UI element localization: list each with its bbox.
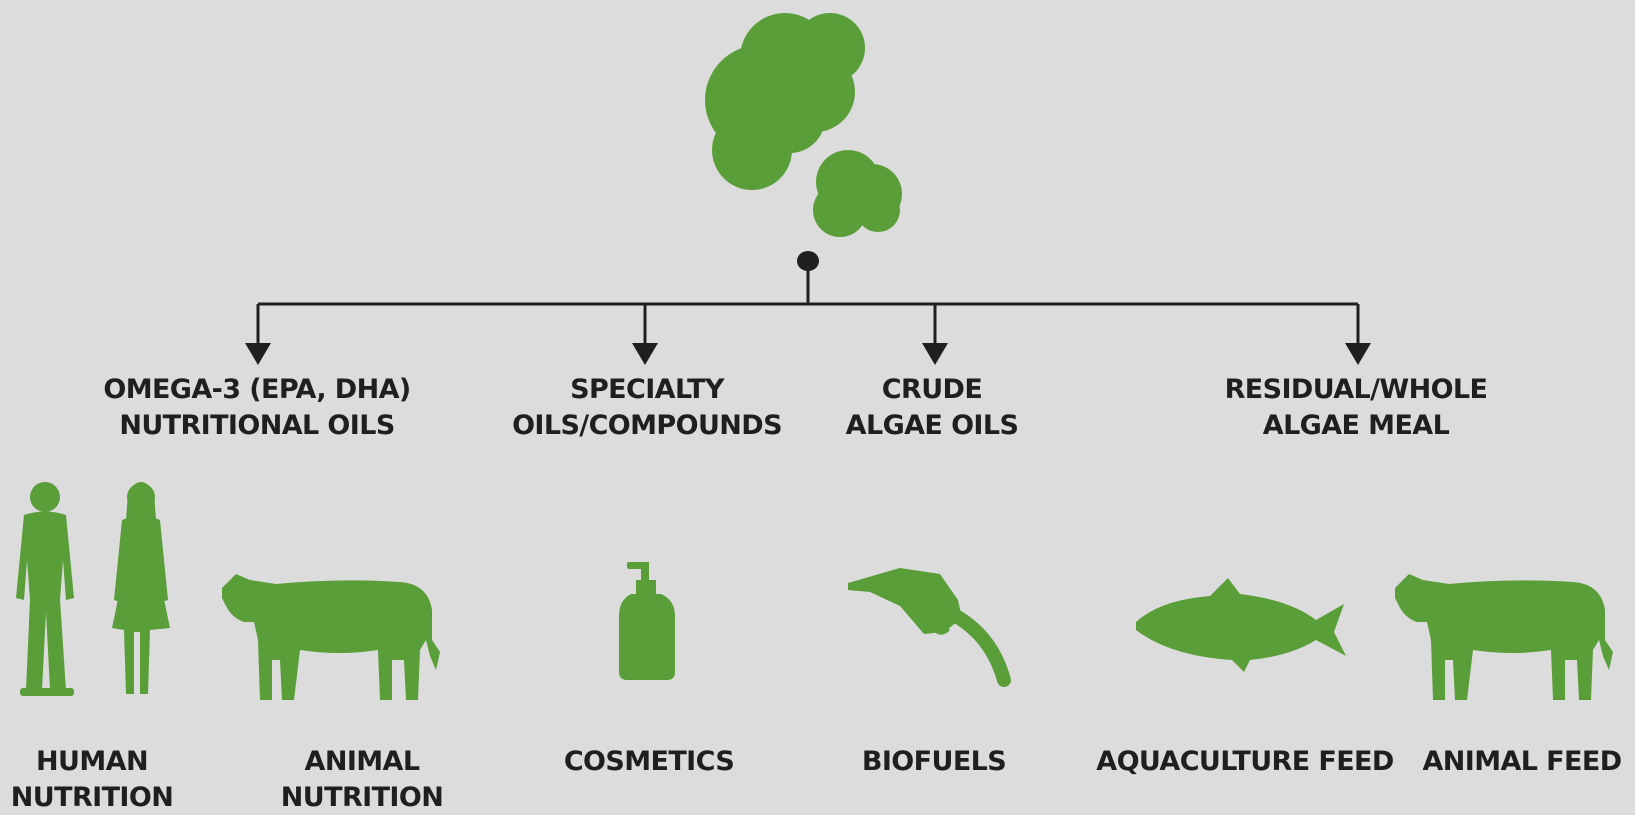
category-omega3-label: OMEGA-3 (EPA, DHA) NUTRITIONAL OILS: [103, 372, 410, 444]
application-animal-feed-label: ANIMAL FEED: [1422, 744, 1621, 780]
arrow-omega3-icon: [245, 343, 271, 365]
application-animal-feed-line1: ANIMAL FEED: [1422, 744, 1621, 780]
people-icon: [16, 482, 170, 696]
category-specialty-line1: SPECIALTY: [512, 372, 782, 408]
category-crude-line2: ALGAE OILS: [846, 408, 1019, 444]
application-biofuels-label: BIOFUELS: [862, 744, 1006, 780]
category-specialty-line2: OILS/COMPOUNDS: [512, 408, 782, 444]
application-animal-nutrition-line1: ANIMAL: [281, 744, 443, 780]
application-biofuels-line1: BIOFUELS: [862, 744, 1006, 780]
pump-bottle-icon: [619, 562, 675, 680]
application-aquaculture-feed-label: AQUACULTURE FEED: [1096, 744, 1393, 780]
category-specialty-label: SPECIALTY OILS/COMPOUNDS: [512, 372, 782, 444]
arrow-specialty-icon: [632, 343, 658, 365]
category-residual-line1: RESIDUAL/WHOLE: [1225, 372, 1488, 408]
category-crude-label: CRUDE ALGAE OILS: [846, 372, 1019, 444]
category-crude-line1: CRUDE: [846, 372, 1019, 408]
application-cosmetics-label: COSMETICS: [564, 744, 734, 780]
category-residual-line2: ALGAE MEAL: [1225, 408, 1488, 444]
application-animal-nutrition-line2: NUTRITION: [281, 780, 443, 815]
cow-icon: [1395, 574, 1613, 700]
category-omega3-line2: NUTRITIONAL OILS: [103, 408, 410, 444]
arrow-residual-icon: [1345, 343, 1371, 365]
flow-connectors: [258, 262, 1358, 345]
application-human-nutrition-line2: NUTRITION: [11, 780, 173, 815]
application-cosmetics-line1: COSMETICS: [564, 744, 734, 780]
application-aquaculture-feed-line1: AQUACULTURE FEED: [1096, 744, 1393, 780]
application-human-nutrition-label: HUMAN NUTRITION: [11, 744, 173, 815]
fuel-nozzle-icon: [848, 568, 1004, 680]
application-human-nutrition-line1: HUMAN: [11, 744, 173, 780]
fish-icon: [1136, 578, 1346, 672]
application-animal-nutrition-label: ANIMAL NUTRITION: [281, 744, 443, 815]
arrow-crude-icon: [922, 343, 948, 365]
source-node-dot: [797, 251, 819, 271]
category-omega3-line1: OMEGA-3 (EPA, DHA): [103, 372, 410, 408]
category-residual-label: RESIDUAL/WHOLE ALGAE MEAL: [1225, 372, 1488, 444]
cow-icon: [222, 574, 440, 700]
algae-cluster-icon: [705, 13, 902, 237]
